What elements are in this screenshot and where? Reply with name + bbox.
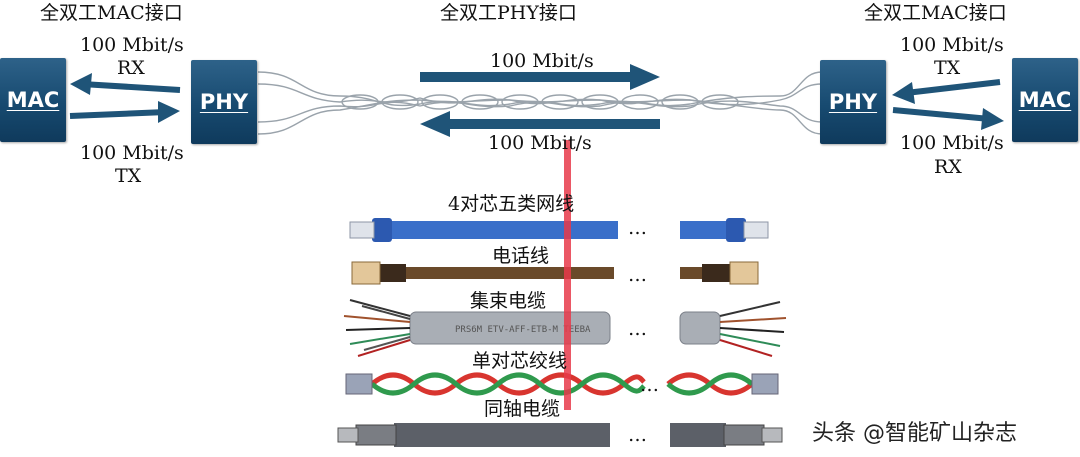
right-tx-arrow [892,79,1001,104]
left-rx-rate: 100 Mbit/s [80,34,184,56]
cable-label-cat5: 4对芯五类网线 [448,193,575,215]
cable-ellipsis-cat5: … [628,217,647,239]
cable-ellipsis-twisted-pair: … [640,374,659,396]
right-rx-arrow [892,107,1004,130]
left-phy-box: PHY [191,60,257,144]
cable-label-bundle: 集束电缆 [470,290,547,312]
left-tx-arrow [69,101,180,123]
phy-forward-arrow [420,64,660,90]
right-mac-box: MAC [1012,58,1078,142]
right-phy-box: PHY [820,60,886,144]
left-phy-box-label: PHY [199,90,249,114]
cable-label-twisted-pair: 单对芯绞线 [472,350,568,372]
left-rx-arrow [70,73,181,95]
cat5-cable [349,218,769,242]
cable-ellipsis-coax: … [628,424,647,446]
left-mac-interface-heading: 全双工MAC接口 [40,2,183,24]
right-rx-label: RX [934,156,962,178]
phy-backward-arrow [420,111,660,137]
cable-ellipsis-telephone: … [628,264,647,286]
right-mac-interface-heading: 全双工MAC接口 [864,2,1007,24]
left-rx-label: RX [117,57,145,79]
phy-forward-rate: 100 Mbit/s [490,50,594,72]
left-mac-box: MAC [0,58,66,142]
telephone-cable [351,261,759,285]
cable-label-coax: 同轴电缆 [484,398,561,420]
svg-text:PRS6M ETV-AFF-ETB-M TEEBA: PRS6M ETV-AFF-ETB-M TEEBA [455,325,591,335]
cable-ellipsis-bundle: … [628,318,647,340]
phy-backward-rate: 100 Mbit/s [488,132,592,154]
left-tx-label: TX [115,165,142,187]
twisted-pair-cable [345,372,779,396]
coax-cable [337,423,783,447]
right-mac-box-label: MAC [1018,88,1072,112]
phy-interface-heading: 全双工PHY接口 [440,2,577,24]
cable-label-telephone: 电话线 [492,245,550,267]
right-tx-rate: 100 Mbit/s [900,34,1004,56]
right-phy-box-label: PHY [828,90,878,114]
left-tx-rate: 100 Mbit/s [80,142,184,164]
watermark: 头条 @智能矿山杂志 [812,421,1017,446]
bundle-cable: PRS6M ETV-AFF-ETB-M TEEBA [343,299,787,357]
red-marker-line [564,140,571,410]
right-rx-rate: 100 Mbit/s [900,132,1004,154]
right-tx-label: TX [934,57,961,79]
twisted-pair-wires [257,71,823,135]
left-mac-box-label: MAC [6,88,60,112]
